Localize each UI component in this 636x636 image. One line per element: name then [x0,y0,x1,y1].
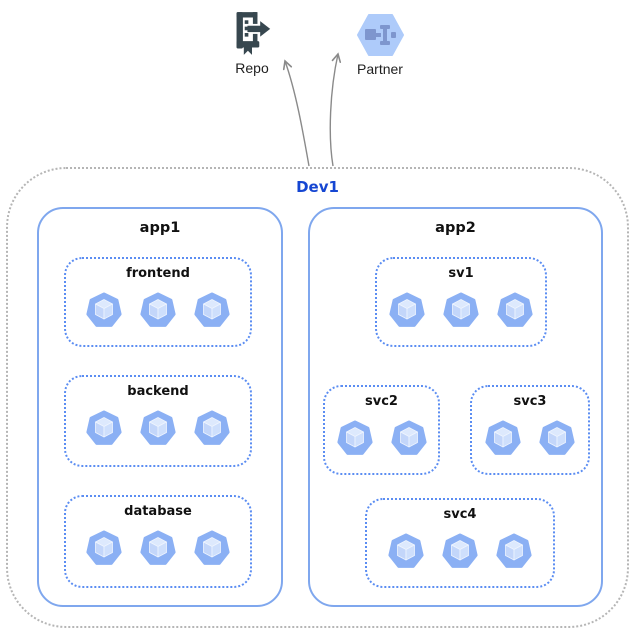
service-backend: backend [64,375,252,467]
group-dev1: Dev1 [6,167,629,628]
pod-icon [485,420,521,456]
node-partner: Partner [345,13,415,77]
pod-icon [443,292,479,328]
pod-row [336,420,427,456]
pod-row [389,292,533,328]
pod-icon [442,533,478,569]
service-frontend-label: frontend [126,266,190,281]
service-sv1: sv1 [375,257,547,347]
pod-row [86,530,230,566]
pod-row [86,292,230,328]
service-svc4-label: svc4 [443,507,477,522]
repo-label: Repo [235,60,269,76]
service-database: database [64,495,252,588]
service-svc3-label: svc3 [513,394,547,409]
pod-icon [496,533,532,569]
pod-icon [86,292,122,328]
pod-icon [388,533,424,569]
edge-dev1-repo [282,59,310,167]
pod-icon [390,420,427,456]
service-svc2-label: svc2 [365,394,398,409]
pod-icon [539,420,575,456]
pod-icon [194,530,230,566]
service-backend-label: backend [127,384,189,399]
app1-label: app1 [139,220,181,236]
service-frontend: frontend [64,257,252,347]
pod-row [86,410,230,446]
pod-icon [140,410,176,446]
pod-icon [86,410,122,446]
pod-icon [86,530,122,566]
partner-hexagon-icon [356,13,404,57]
pod-icon [140,530,176,566]
service-database-label: database [124,504,192,519]
pod-icon [497,292,533,328]
pod-row [485,420,575,456]
pod-icon [140,292,176,328]
node-repo: Repo [217,10,287,76]
pod-icon [194,292,230,328]
group-dev1-label: Dev1 [296,178,339,196]
service-svc4: svc4 [365,498,555,588]
pod-icon [194,410,230,446]
pod-row [388,533,532,569]
service-sv1-label: sv1 [448,266,474,281]
source-repository-icon [232,10,272,56]
service-svc2: svc2 [323,385,440,475]
app2-label: app2 [435,220,476,236]
edge-dev1-partner [329,52,342,167]
pod-icon [389,292,425,328]
service-svc3: svc3 [470,385,590,475]
partner-label: Partner [357,61,403,77]
pod-icon [336,420,373,456]
